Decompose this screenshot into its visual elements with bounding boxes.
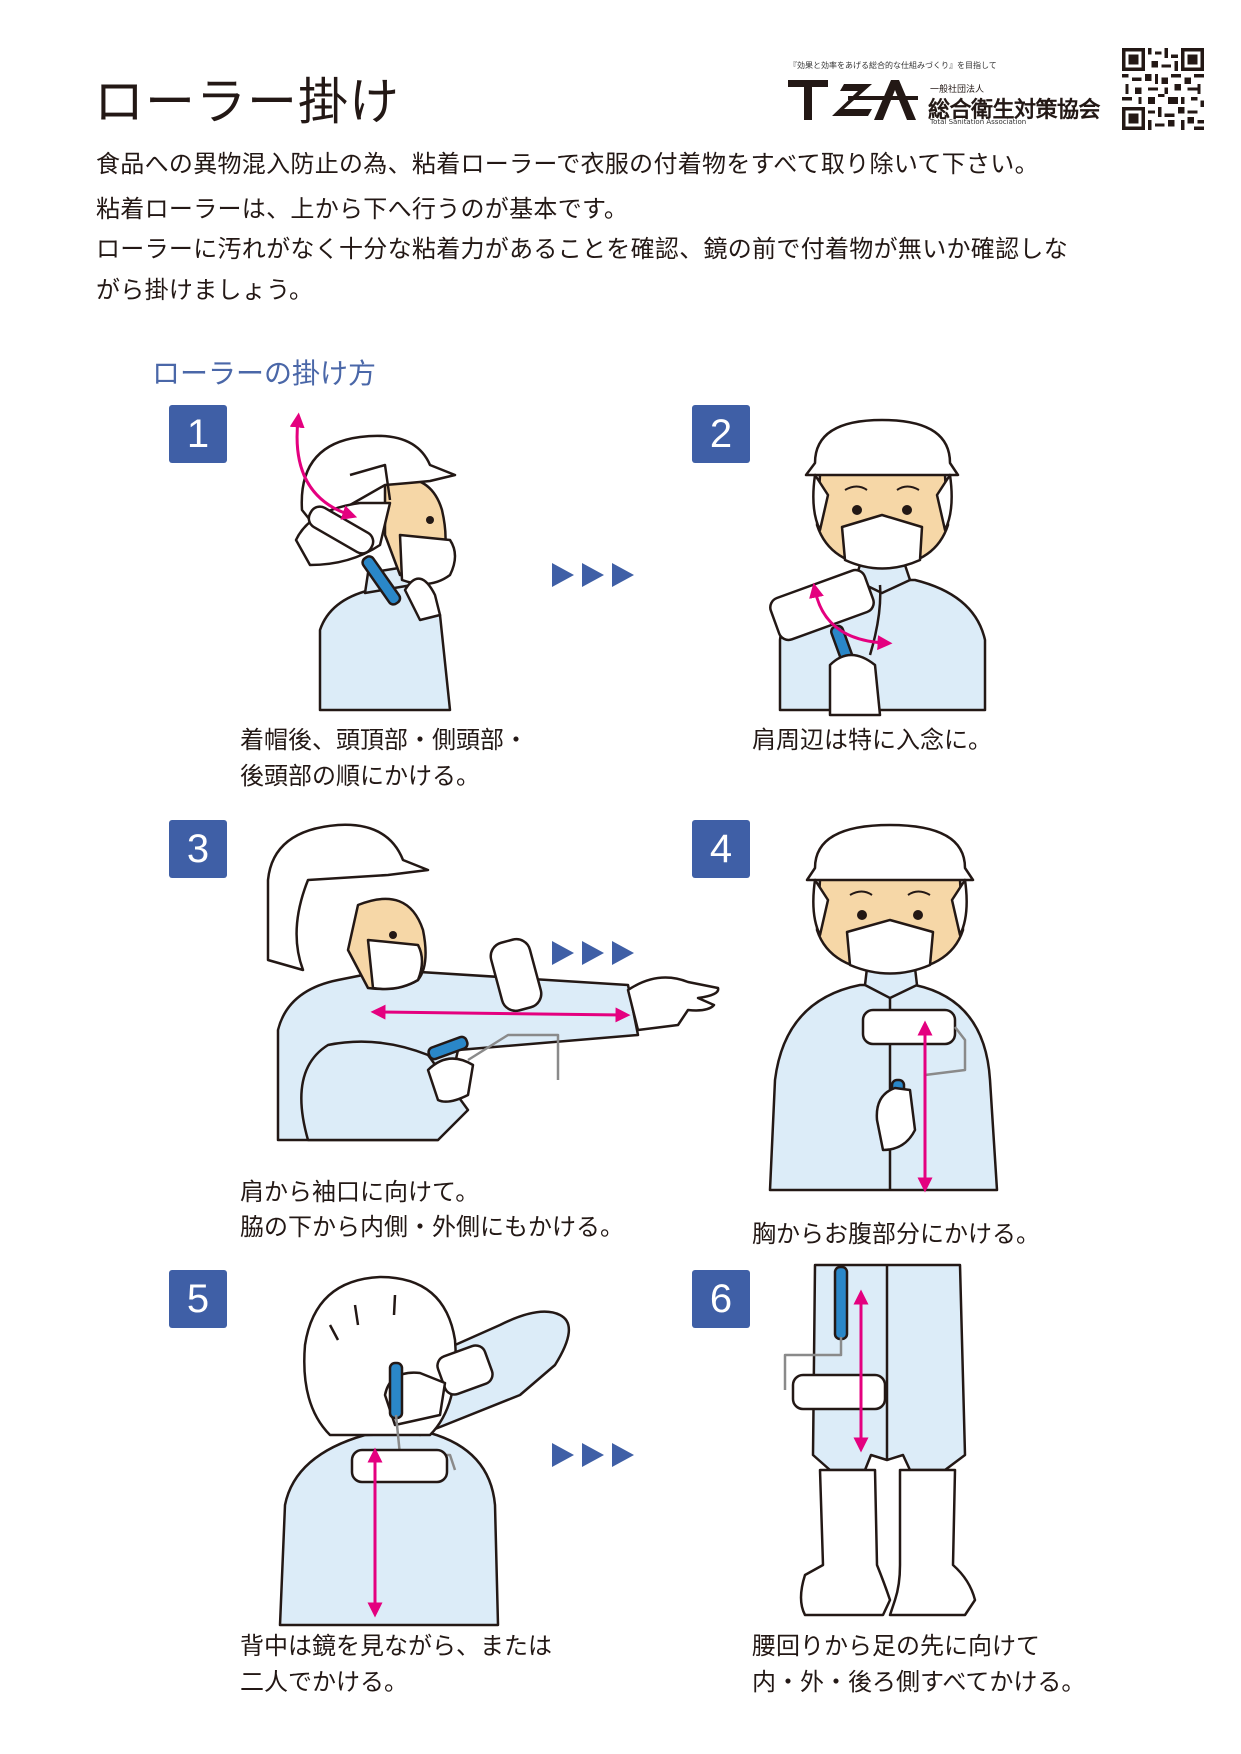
logo-org-prefix: 一般社団法人 <box>930 85 985 95</box>
motion-arrow <box>289 412 358 520</box>
page-title: ローラー掛け <box>94 73 400 131</box>
step-3-illustration <box>266 823 720 1142</box>
next-step-arrows-icon <box>552 563 634 587</box>
step-6-illustration <box>783 1263 977 1617</box>
step-6-badge: 6 <box>692 1270 750 1328</box>
motion-arrow <box>370 1004 631 1023</box>
logo-org-name: 総合衛生対策協会 <box>928 98 1101 123</box>
step-3-caption-line-2: 脇の下から内側・外側にもかける。 <box>240 1213 624 1241</box>
step-5-illustration <box>278 1275 570 1627</box>
step-4-badge: 4 <box>692 820 750 878</box>
qr-code-icon[interactable] <box>1122 48 1204 130</box>
step-2-badge: 2 <box>692 405 750 463</box>
step-4-caption-line-1: 胸からお腹部分にかける。 <box>752 1220 1040 1248</box>
step-1-badge: 1 <box>169 405 227 463</box>
step-6-caption-line-1: 腰回りから足の先に向けて <box>752 1632 1040 1660</box>
intro-line-4: がら掛けましょう。 <box>96 276 314 304</box>
step-3-caption-line-1: 肩から袖口に向けて。 <box>240 1178 480 1206</box>
next-step-arrows-icon <box>552 1443 634 1467</box>
intro-line-2: 粘着ローラーは、上から下へ行うのが基本です。 <box>96 195 629 223</box>
step-1-caption-line-2: 後頭部の順にかける。 <box>240 762 480 790</box>
tsa-logo-icon <box>788 80 918 120</box>
section-title: ローラーの掛け方 <box>152 357 377 390</box>
motion-arrow <box>809 582 893 651</box>
step-1-illustration <box>289 412 457 712</box>
step-5-badge: 5 <box>169 1270 227 1328</box>
step-4-illustration <box>768 823 999 1193</box>
logo-org-english: Total Sanitation Association <box>930 118 1027 126</box>
step-1-caption-line-1: 着帽後、頭頂部・側頭部・ <box>240 726 528 754</box>
logo-tagline: 『効果と効率をあげる総合的な仕組みづくり』を目指して <box>789 61 997 70</box>
intro-line-1: 食品への異物混入防止の為、粘着ローラーで衣服の付着物をすべて取り除いて下さい。 <box>96 150 1039 178</box>
intro-line-3: ローラーに汚れがなく十分な粘着力があることを確認、鏡の前で付着物が無いか確認しな <box>96 235 1068 263</box>
step-6-caption-line-2: 内・外・後ろ側すべてかける。 <box>752 1668 1086 1696</box>
next-step-arrows-icon <box>552 941 634 965</box>
step-2-caption-line-1: 肩周辺は特に入念に。 <box>752 726 992 754</box>
step-3-badge: 3 <box>169 820 227 878</box>
step-5-caption-line-2: 二人でかける。 <box>240 1668 408 1696</box>
step-5-caption-line-1: 背中は鏡を見ながら、または <box>240 1632 552 1660</box>
step-2-illustration <box>769 418 987 717</box>
